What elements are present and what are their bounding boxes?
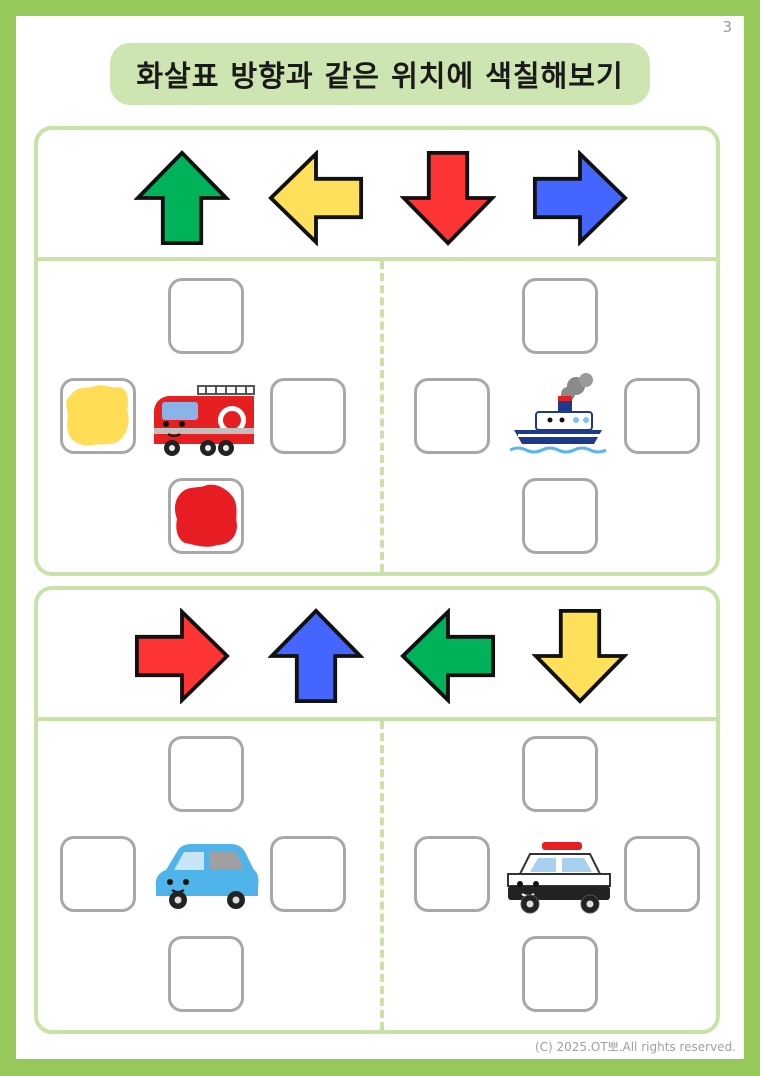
answer-box-top[interactable] [522, 278, 598, 354]
dashed-divider [380, 721, 384, 1030]
answer-box-left[interactable] [414, 836, 490, 912]
arrow-row [38, 590, 716, 721]
answer-box-left[interactable] [414, 378, 490, 454]
green-up-arrow-icon [134, 150, 230, 246]
answer-box-bottom[interactable] [522, 936, 598, 1012]
answer-box-left[interactable] [60, 378, 136, 454]
answer-box-bottom[interactable] [522, 478, 598, 554]
red-right-arrow-icon [134, 608, 230, 704]
answer-box-right[interactable] [270, 378, 346, 454]
yellow-coloring-mark [66, 385, 129, 446]
car-icon [155, 844, 259, 909]
answer-box-left[interactable] [60, 836, 136, 912]
green-left-arrow-icon [400, 608, 496, 704]
answer-box-top[interactable] [522, 736, 598, 812]
title-banner: 화살표 방향과 같은 위치에 색칠해보기 [110, 43, 650, 105]
red-down-arrow-icon [400, 150, 496, 246]
arrow-row [38, 130, 716, 261]
yellow-left-arrow-icon [268, 150, 364, 246]
problem-2 [34, 586, 720, 1034]
answer-box-right[interactable] [624, 378, 700, 454]
red-coloring-mark [174, 484, 237, 547]
copyright-notice: (C) 2025.OT뽀.All rights reserved. [534, 1040, 736, 1054]
ship-icon [510, 373, 607, 454]
answer-box-top[interactable] [168, 278, 244, 354]
worksheet: 3 화살표 방향과 같은 위치에 색칠해보기 [16, 16, 744, 1059]
blue-right-arrow-icon [532, 150, 628, 246]
answer-box-top[interactable] [168, 736, 244, 812]
answer-box-bottom[interactable] [168, 936, 244, 1012]
answer-box-right[interactable] [624, 836, 700, 912]
page-title: 화살표 방향과 같은 위치에 색칠해보기 [136, 59, 624, 93]
dashed-divider [380, 261, 384, 572]
fire-truck-icon [154, 385, 255, 456]
blue-up-arrow-icon [268, 608, 364, 704]
answer-box-right[interactable] [270, 836, 346, 912]
police-car-icon [507, 842, 611, 914]
answer-box-bottom[interactable] [168, 478, 244, 554]
problem-1 [34, 126, 720, 576]
page-number: 3 [722, 18, 732, 36]
yellow-down-arrow-icon [532, 608, 628, 704]
